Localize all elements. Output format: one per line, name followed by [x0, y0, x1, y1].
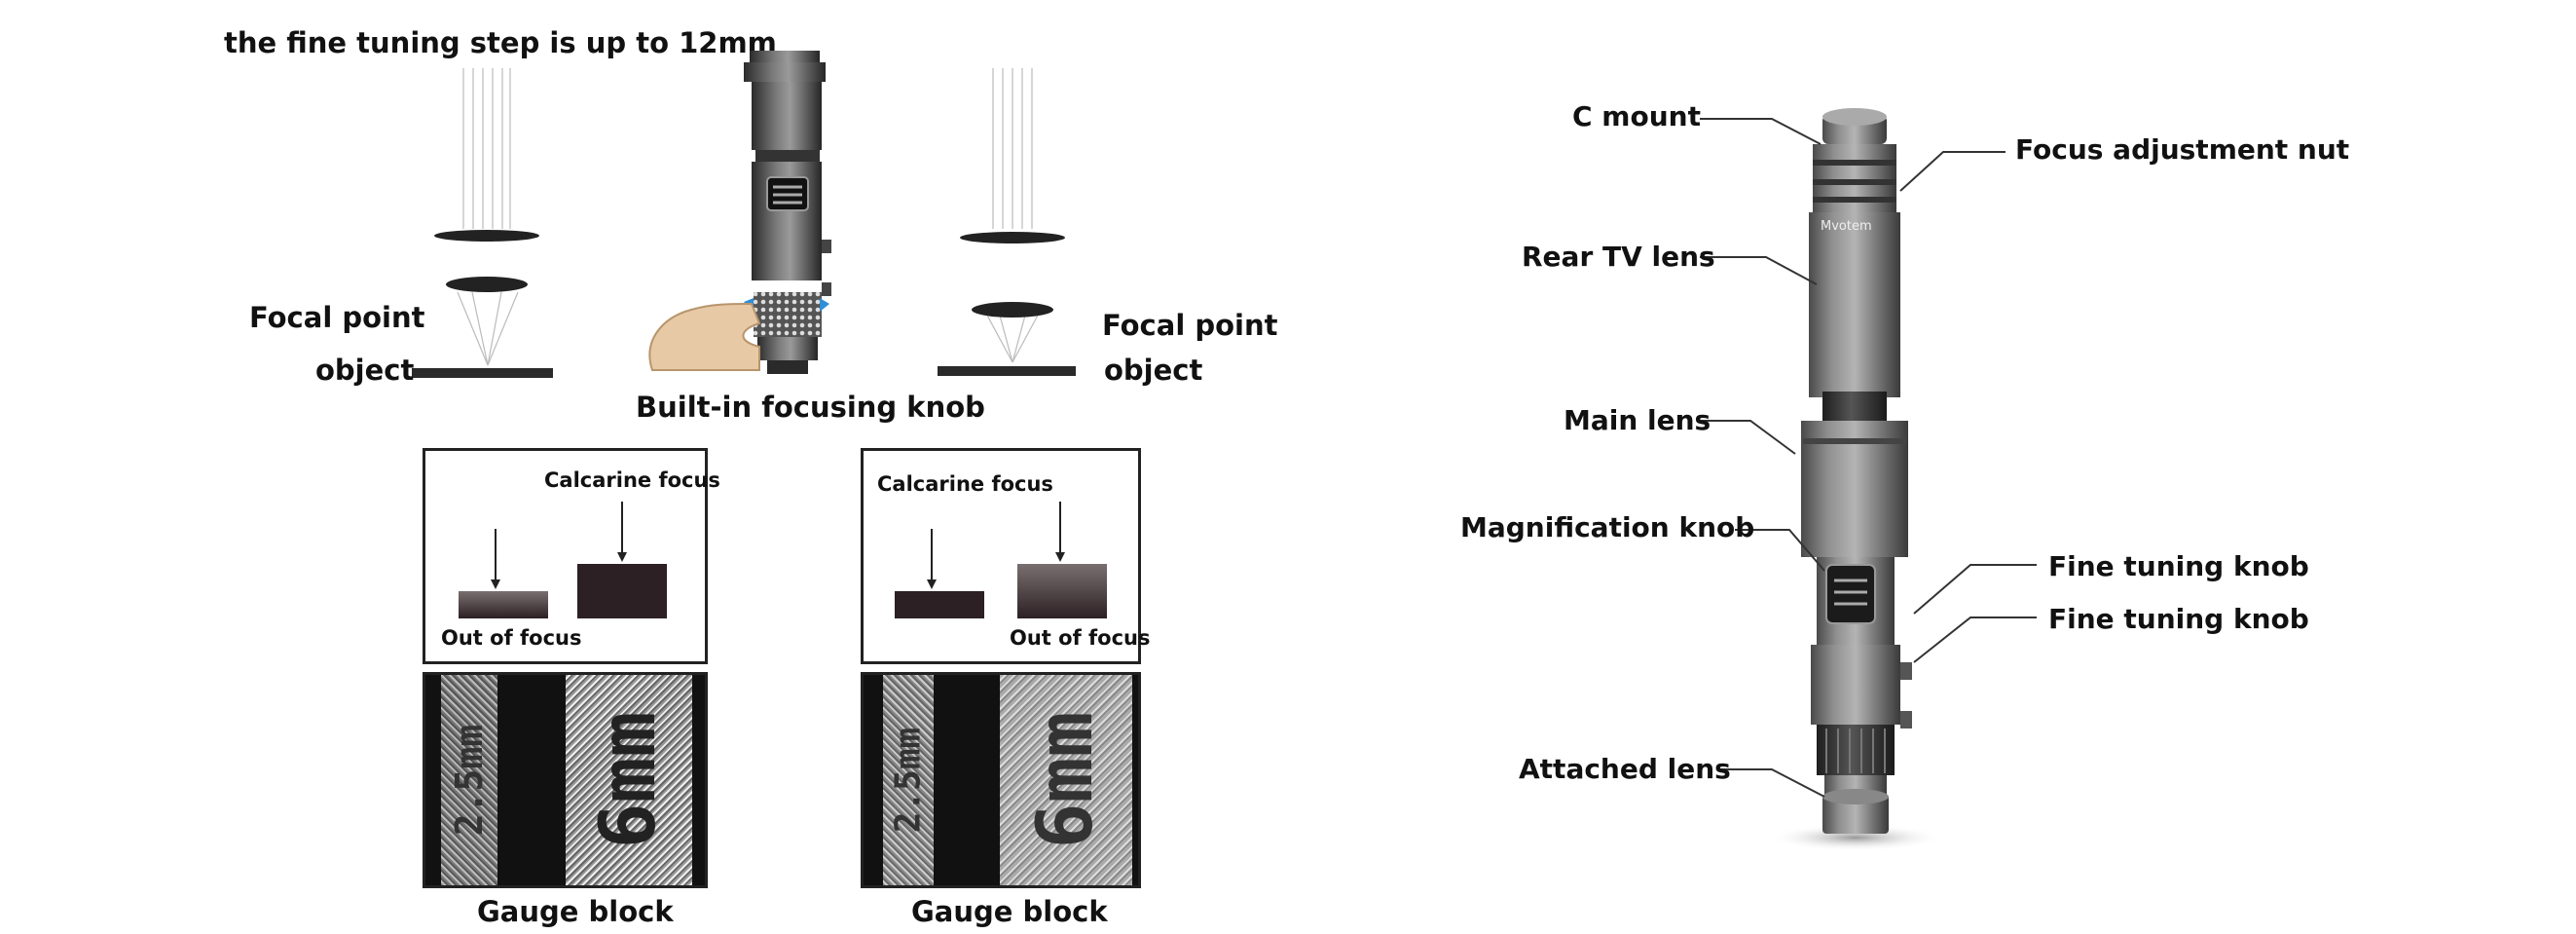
gauge-block-photo-left: 2.5mm 6mm: [423, 672, 708, 888]
right-focal-label: Focal point: [1102, 309, 1278, 342]
gauge-block-photo-right: 2.5mm 6mm: [861, 672, 1141, 888]
focus-arrows: [491, 502, 627, 589]
in-focus-block: [895, 591, 984, 618]
object-plate: [938, 366, 1076, 376]
knob-caption: Built-in focusing knob: [636, 391, 985, 424]
gauge-caption-right: Gauge block: [911, 895, 1108, 928]
out-of-focus-label: Out of focus: [441, 626, 582, 650]
fine-tuning-heading: the fine tuning step is up to 12mm: [224, 26, 777, 59]
lens-disc: [434, 230, 539, 242]
lens-disc: [446, 277, 528, 292]
in-focus-block: [577, 564, 667, 618]
gauge-caption-left: Gauge block: [477, 895, 674, 928]
left-ray-diagram: [434, 68, 539, 366]
calcarine-focus-label: Calcarine focus: [544, 468, 720, 492]
label-fine-tuning-knob-2: Fine tuning knob: [2048, 603, 2309, 635]
lens-disc: [972, 302, 1053, 318]
gauge-strip-large: [566, 675, 692, 885]
out-of-focus-block: [459, 591, 548, 618]
label-magnification-knob: Magnification knob: [1460, 511, 1755, 543]
right-ray-diagram: [960, 68, 1065, 363]
left-object-label: object: [315, 354, 415, 387]
gauge-strip-small: [883, 675, 934, 885]
left-focal-label: Focal point: [249, 301, 425, 334]
label-c-mount: C mount: [1572, 100, 1701, 132]
fine-tuning-knob-lower: [1900, 711, 1912, 729]
label-fine-tuning-knob-1: Fine tuning knob: [2048, 550, 2309, 582]
lens-brand: Mvotem: [1821, 219, 1872, 234]
lens-with-hand-illustration: [648, 51, 831, 374]
calcarine-focus-label: Calcarine focus: [877, 472, 1053, 496]
focus-diagram-left: Calcarine focus Out of focus: [423, 448, 720, 664]
object-plate: [412, 368, 553, 378]
focus-diagram-right: Calcarine focus Out of focus: [861, 448, 1151, 664]
out-of-focus-block: [1017, 564, 1107, 618]
right-object-label: object: [1104, 354, 1203, 387]
label-main-lens: Main lens: [1564, 404, 1711, 436]
gauge-strip-small: [441, 675, 497, 885]
out-of-focus-label: Out of focus: [1010, 626, 1151, 650]
gauge-strip-large: [1000, 675, 1132, 885]
exploded-lens-illustration: Mvotem: [1768, 108, 1943, 851]
hand-icon: [648, 302, 761, 371]
label-attached-lens: Attached lens: [1519, 753, 1731, 785]
lens-disc: [960, 232, 1065, 243]
fine-tuning-knob-upper: [1900, 662, 1912, 680]
label-focus-adjustment-nut: Focus adjustment nut: [2015, 133, 2350, 166]
label-rear-tv-lens: Rear TV lens: [1522, 241, 1715, 273]
focus-arrows: [927, 502, 1065, 589]
